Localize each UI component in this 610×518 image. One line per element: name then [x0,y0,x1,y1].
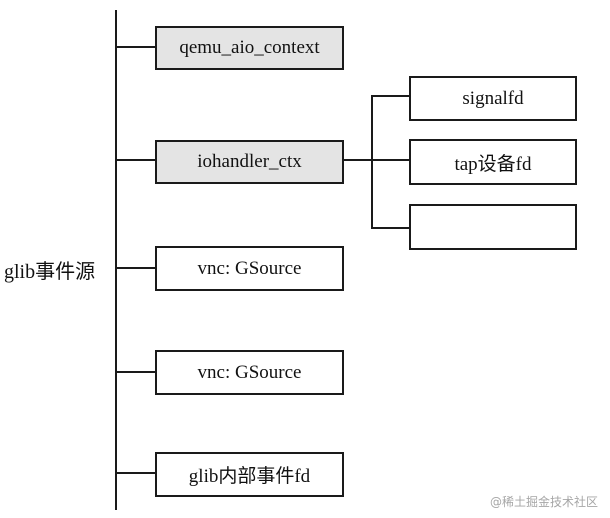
branch-line-5 [115,472,156,474]
child-branch-line-2 [371,159,410,161]
node-iohandler-ctx: iohandler_ctx [155,140,344,184]
child-branch-line-3 [371,227,410,229]
branch-line-2 [115,159,156,161]
main-trunk-line [115,10,117,510]
child-node-empty [409,204,577,250]
child-branch-line-1 [371,95,410,97]
child-node-tap-device-fd: tap设备fd [409,139,577,185]
branch-line-4 [115,371,156,373]
iohandler-subtrunk-line [371,95,373,229]
node-vnc-gsource-1: vnc: GSource [155,246,344,291]
child-node-signalfd: signalfd [409,76,577,121]
node-vnc-gsource-2: vnc: GSource [155,350,344,395]
branch-line-3 [115,267,156,269]
iohandler-connector-line [343,159,373,161]
watermark-text: @稀土掘金技术社区 [489,495,598,509]
node-qemu-aio-context: qemu_aio_context [155,26,344,70]
branch-line-1 [115,46,156,48]
node-glib-internal-event-fd: glib内部事件fd [155,452,344,497]
root-label: glib事件源 [4,261,96,283]
